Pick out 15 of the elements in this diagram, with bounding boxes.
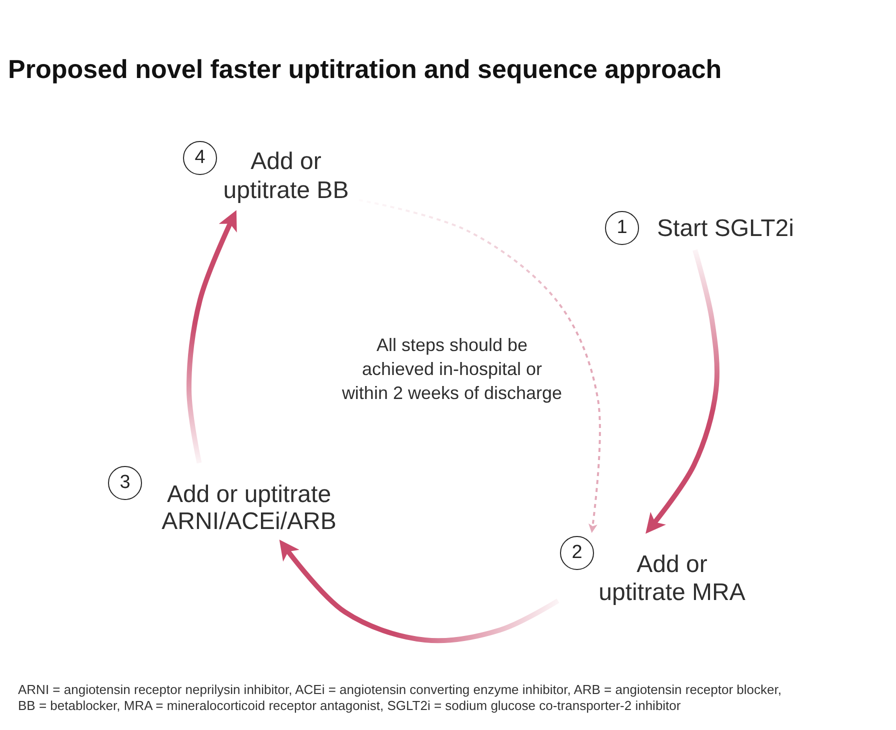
step-number: 4	[183, 141, 217, 175]
curved-arrow	[186, 210, 237, 464]
curved-arrow	[279, 540, 560, 644]
step-number: 1	[605, 211, 639, 245]
step-label: Add or uptitrate ARNI/ACEi/ARB	[160, 481, 338, 535]
dashed-arrow	[358, 199, 601, 533]
curved-arrow	[646, 249, 720, 534]
note-text: All steps should be achieved in-hospital or within 2 weeks of discharge	[340, 334, 564, 405]
footnote: ARNI = angiotensin receptor neprilysin inhibitor, ACEi = angiotensin converting enzyme inhibitor, ARB = angiotensin receptor blocker, BB = betablocker, MRA = mineralocorticoid receptor antagonist, SGLT2i = sodium glucose co-transporter-2 inhibitor	[18, 682, 782, 714]
step-number: 3	[108, 466, 142, 500]
step-label: Add or uptitrate MRA	[598, 551, 746, 607]
step-label: Start SGLT2i	[656, 214, 795, 244]
step-number: 2	[560, 536, 594, 570]
step-label: Add or uptitrate BB	[222, 147, 350, 205]
title: Proposed novel faster uptitration and sequence approach	[8, 54, 722, 85]
